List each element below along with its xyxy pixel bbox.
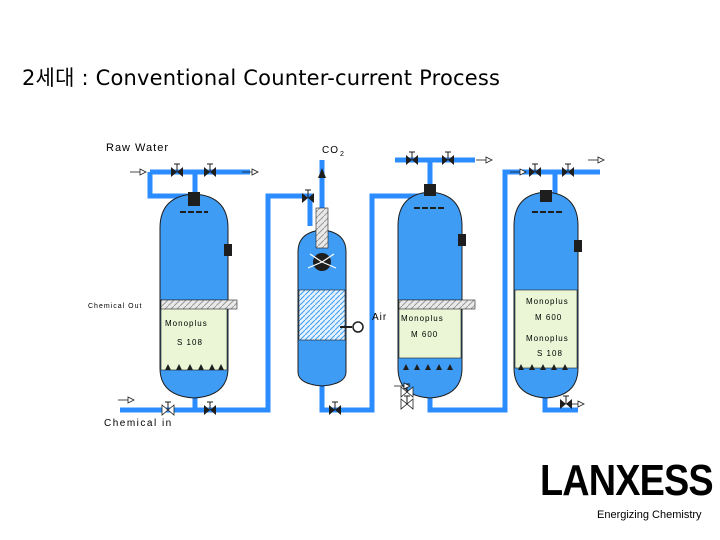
vessel-1-resin-code: S 108	[177, 338, 203, 347]
vessel-1	[159, 192, 238, 399]
lanxess-tagline: Energizing Chemistry	[597, 509, 702, 521]
vessel-4	[513, 190, 582, 399]
page-title: 2세대 : Conventional Counter-current Proce…	[22, 62, 500, 92]
vessel-3-resin-name: Monoplus	[401, 314, 444, 323]
vessel-3-resin-code: M 600	[411, 330, 438, 339]
chemical-out-label: Chemical Out	[88, 303, 142, 310]
raw-water-label: Raw Water	[106, 142, 169, 154]
chemical-in-label: Chemical in	[104, 418, 173, 429]
vessel-4-bottom-resin-code: S 108	[537, 349, 563, 358]
co2-label: CO	[322, 145, 339, 156]
vessel-1-resin-name: Monoplus	[165, 319, 208, 328]
vessel-3	[397, 184, 476, 399]
air-label: Air	[372, 312, 387, 323]
vessel-4-top-resin-code: M 600	[535, 313, 562, 322]
vessel-4-top-resin-name: Monoplus	[526, 297, 569, 306]
vessel-4-bottom-resin-name: Monoplus	[526, 334, 569, 343]
flow-arrows	[117, 156, 605, 408]
co2-arrow	[318, 168, 326, 178]
vessel-2-degasser	[297, 207, 364, 387]
lanxess-logo: LANXESS	[540, 456, 714, 505]
page-title-text: 2세대 : Conventional Counter-current Proce…	[22, 66, 501, 90]
co2-subscript: 2	[340, 151, 344, 158]
